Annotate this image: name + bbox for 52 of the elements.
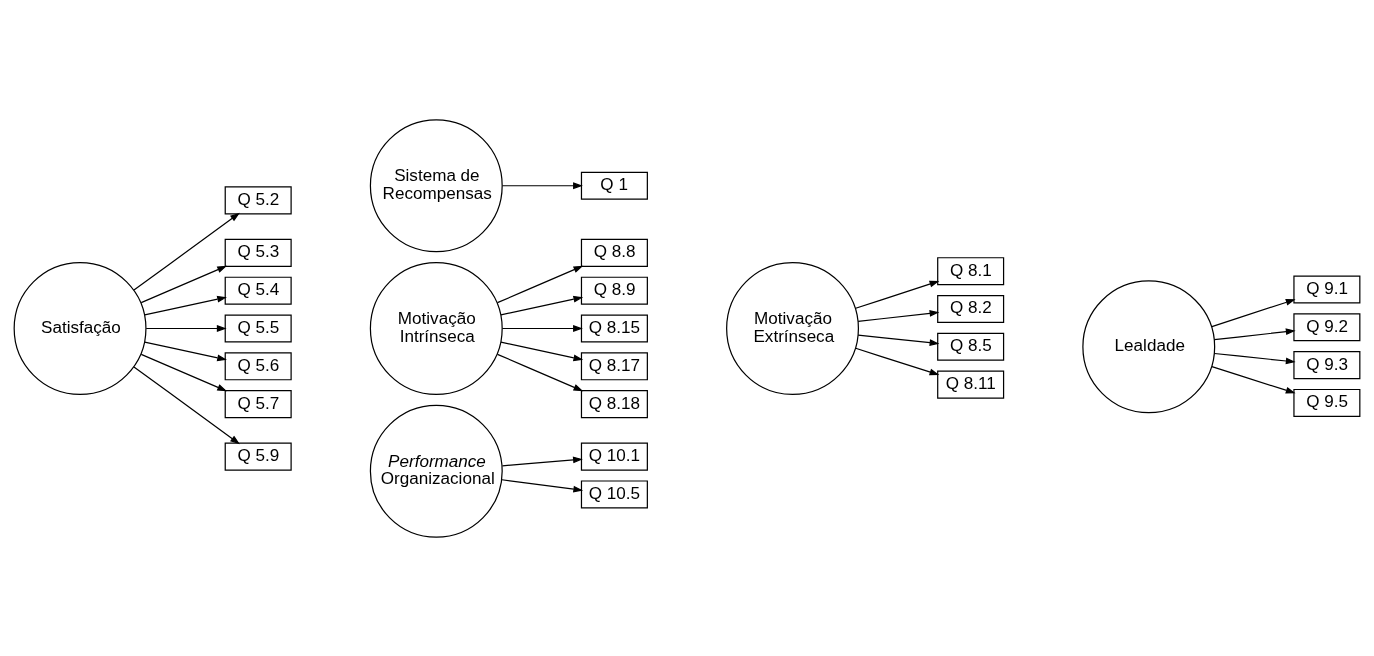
node-box: Q 8.1 <box>937 256 1005 285</box>
node-box: Q 5.9 <box>224 442 292 471</box>
arrow <box>496 265 584 303</box>
node-box: Q 9.5 <box>1293 388 1361 417</box>
node-circle: Motivação Extrínseca <box>726 261 859 395</box>
node-circle: Satisfação <box>13 261 147 395</box>
arrow <box>496 353 584 391</box>
node-box: Q 8.15 <box>580 313 648 343</box>
arrow <box>501 324 583 332</box>
arrow <box>133 365 240 444</box>
node-box: Q 8.2 <box>937 294 1005 323</box>
arrow <box>857 334 940 346</box>
arrow <box>1211 365 1296 394</box>
arrow <box>140 265 228 303</box>
arrow <box>500 341 584 361</box>
node-circle: Sistema de Recompensas <box>369 118 503 252</box>
node-box: Q 5.7 <box>224 389 292 418</box>
arrow <box>1211 298 1296 327</box>
node-box: Q 8.17 <box>580 351 648 380</box>
arrow <box>501 456 583 466</box>
arrow <box>855 280 940 309</box>
arrow <box>140 353 228 391</box>
node-box: Q 8.11 <box>937 370 1005 399</box>
arrow <box>1213 327 1296 340</box>
node-box: Q 9.2 <box>1293 312 1361 341</box>
node-circle: Performance Organizacional <box>369 404 503 538</box>
arrow <box>501 478 584 493</box>
node-box: Q 5.4 <box>224 276 292 305</box>
node-box: Q 8.8 <box>580 238 648 267</box>
node-box: Q 9.3 <box>1293 350 1361 379</box>
node-box: Q 5.6 <box>224 351 292 380</box>
arrow <box>144 341 227 361</box>
node-box: Q 5.2 <box>224 185 292 214</box>
arrow <box>144 295 227 315</box>
arrow <box>133 212 240 291</box>
node-circle: Lealdade <box>1082 279 1216 413</box>
node-box: Q 8.9 <box>580 276 648 305</box>
arrow <box>1213 352 1296 364</box>
node-box: Q 5.5 <box>224 313 292 343</box>
node-box: Q 10.1 <box>580 442 648 471</box>
node-box: Q 10.5 <box>580 479 648 508</box>
arrow <box>501 181 583 189</box>
node-box: Q 9.1 <box>1293 274 1361 303</box>
node-box: Q 8.18 <box>580 389 648 418</box>
node-box: Q 1 <box>580 171 648 200</box>
arrow <box>145 324 227 332</box>
arrow <box>857 309 940 322</box>
node-box: Q 8.5 <box>937 332 1005 361</box>
node-circle: Motivação Intrínseca <box>369 261 503 395</box>
arrow <box>500 295 584 315</box>
arrow <box>855 347 940 375</box>
node-box: Q 5.3 <box>224 238 292 267</box>
